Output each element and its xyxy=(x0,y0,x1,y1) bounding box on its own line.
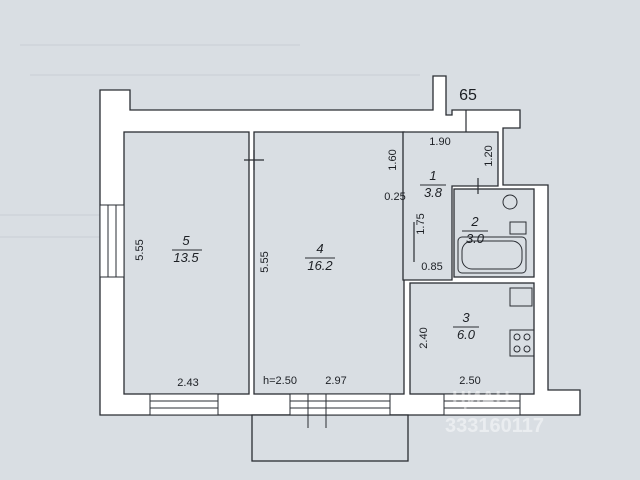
window-left xyxy=(99,204,125,278)
dim-hall-side: 1.75 xyxy=(415,213,427,234)
room-spaces xyxy=(123,131,535,395)
room-3-label: 3 6.0 xyxy=(453,310,479,342)
room-number: 4 xyxy=(316,241,323,256)
dim-hall-left: 1.60 xyxy=(387,149,399,170)
dim-room5-height: 5.55 xyxy=(134,239,146,260)
background-paper xyxy=(0,44,420,238)
toilet xyxy=(509,221,527,235)
room-area: 3.0 xyxy=(466,231,485,246)
room-area: 6.0 xyxy=(457,327,476,342)
room-number: 2 xyxy=(470,214,479,229)
dim-room5-width: 2.43 xyxy=(177,377,198,389)
watermark-id: 333160117 xyxy=(445,415,544,437)
room-2-label: 2 3.0 xyxy=(462,214,488,246)
windows xyxy=(99,204,521,428)
fixtures xyxy=(457,194,535,357)
dim-room3-height: 2.40 xyxy=(418,327,430,348)
watermark: ЦИАН 333160117 xyxy=(445,388,544,437)
dim-room4-height: 5.55 xyxy=(259,251,271,272)
room-5-label: 5 13.5 xyxy=(172,233,202,265)
dim-room4-width: 2.97 xyxy=(325,375,346,387)
dim-hall-gap: 0.25 xyxy=(384,191,405,203)
room-1-space xyxy=(402,131,499,281)
window-room-3 xyxy=(443,393,521,416)
dim-hall-top-width: 1.90 xyxy=(429,136,450,148)
room-number: 1 xyxy=(429,168,436,183)
door-marks xyxy=(244,110,479,262)
dim-bath-gap: 0.85 xyxy=(421,261,442,273)
room-area: 16.2 xyxy=(307,258,333,273)
room-area: 13.5 xyxy=(173,250,199,265)
room-number: 3 xyxy=(462,310,470,325)
sink xyxy=(509,287,533,307)
dim-ceiling-height: h=2.50 xyxy=(263,375,297,387)
dim-room3-width: 2.50 xyxy=(459,375,480,387)
washbasin xyxy=(502,194,518,210)
window-room-5 xyxy=(149,393,219,416)
room-2-space xyxy=(453,188,535,278)
bathtub xyxy=(457,236,527,274)
room-4-label: 4 16.2 xyxy=(305,241,335,273)
dim-hall-right: 1.20 xyxy=(483,145,495,166)
room-5-space xyxy=(123,131,250,395)
room-4-space xyxy=(253,131,405,395)
room-number: 5 xyxy=(182,233,190,248)
dimensions: 5.55 5.55 2.43 h=2.50 2.97 2.50 1.90 1.6… xyxy=(134,136,495,389)
watermark-brand: ЦИАН xyxy=(452,388,510,410)
room-1-label: 1 3.8 xyxy=(420,168,446,200)
room-area: 3.8 xyxy=(424,185,443,200)
balcony xyxy=(251,414,409,462)
plan-number: 65 xyxy=(459,87,477,104)
window-room-4 xyxy=(289,393,391,416)
stove xyxy=(509,329,535,357)
